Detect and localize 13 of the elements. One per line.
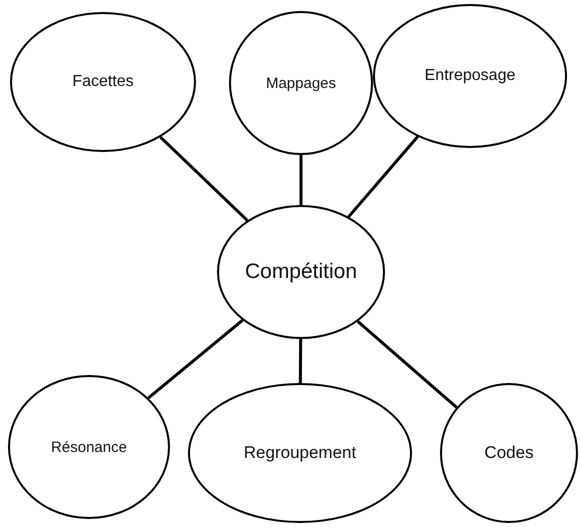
node-label: Regroupement <box>244 443 356 463</box>
connector-line <box>356 320 458 409</box>
node-label: Mappages <box>266 74 336 92</box>
node-label: Codes <box>484 443 534 463</box>
node-label: Entreposage <box>424 67 516 85</box>
node-label: Facettes <box>72 73 134 91</box>
connector-line <box>300 155 302 205</box>
connector-line <box>147 319 244 400</box>
connector-line <box>347 136 419 218</box>
node-label: Compétition <box>244 260 358 284</box>
connector-line <box>298 338 302 384</box>
connector-line <box>159 136 248 222</box>
node-label: Résonance <box>51 438 127 456</box>
